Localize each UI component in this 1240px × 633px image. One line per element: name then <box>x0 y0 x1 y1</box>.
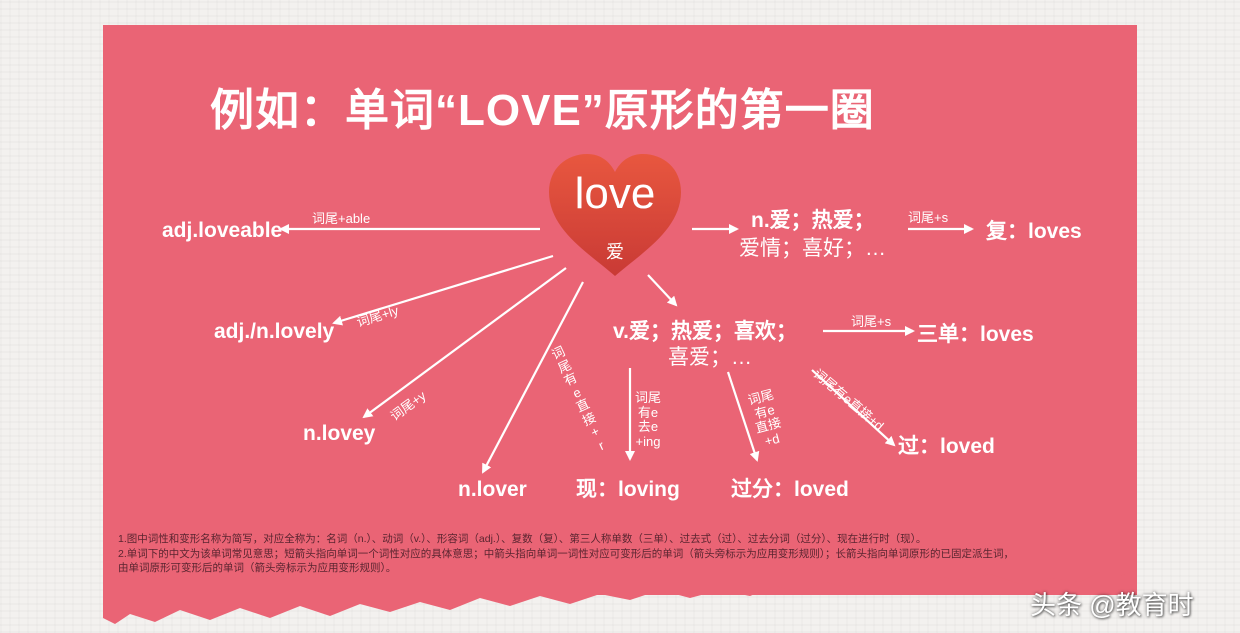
pp-result: 过分：loved <box>731 478 849 501</box>
arrow-to-verb <box>647 274 678 307</box>
noun-plural-result: 复：loves <box>986 220 1082 243</box>
arrow-to-lovey <box>362 267 567 419</box>
footnote-2: 2.单词下的中文为该单词常见意思；短箭头指向单词一个词性对应的具体意思；中箭头指… <box>118 547 1015 560</box>
watermark: 头条 @教育时 <box>1030 590 1194 620</box>
center-word: love <box>574 169 656 218</box>
third-person-rule: 词尾+s <box>851 314 892 329</box>
torn-paper-edge <box>103 560 1137 624</box>
footnote-1: 1.图中词性和变形名称为简写，对应全称为：名词（n.）、动词（v.）、形容词（a… <box>118 533 927 545</box>
loveable-rule: 词尾+able <box>312 211 371 226</box>
center-meaning: 爱 <box>606 242 624 262</box>
arrow-verb-past <box>811 369 896 447</box>
page-title: 例如：单词“LOVE”原形的第一圈 <box>210 86 875 135</box>
past-result: 过：loved <box>898 435 995 458</box>
verb-meaning-line2: 喜爱；… <box>668 346 752 369</box>
arrow-to-lovely <box>332 254 554 326</box>
arrow-verb-pp <box>726 371 760 462</box>
lover-result: n.lover <box>458 478 527 501</box>
lovely-result: adj./n.lovely <box>214 320 335 343</box>
footnote-3: 由单词原形可变形后的单词（箭头旁标示为应用变形规则）。 <box>118 562 397 575</box>
diagram-panel <box>103 25 1137 595</box>
noun-plural-rule: 词尾+s <box>908 210 949 225</box>
ing-result: 现：loving <box>576 478 680 501</box>
noun-meaning-line2: 爱情；喜好；… <box>739 237 886 260</box>
noun-meaning-line1: n.爱；热爱； <box>751 209 875 232</box>
ing-rule: 词尾 有e 去e +ing <box>635 390 662 449</box>
heart-icon <box>549 154 681 276</box>
footnotes: 1.图中词性和变形名称为简写，对应全称为：名词（n.）、动词（v.）、形容词（a… <box>118 532 1118 576</box>
lovey-result: n.lovey <box>303 422 376 445</box>
arrow-to-lover <box>482 281 584 474</box>
loveable-result: adj.loveable <box>162 219 283 242</box>
third-person-result: 三单：loves <box>917 323 1034 346</box>
verb-meaning-line1: v.爱；热爱；喜欢； <box>613 320 797 343</box>
